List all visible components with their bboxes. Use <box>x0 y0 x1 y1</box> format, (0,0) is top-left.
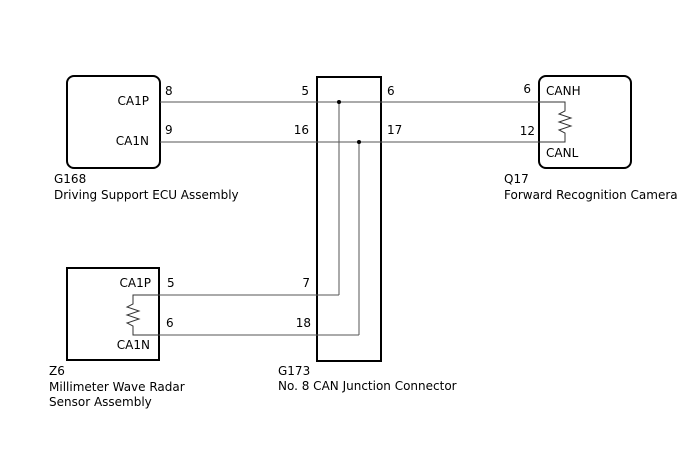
z6-code: Z6 <box>49 364 65 378</box>
junction-dot-low <box>357 140 361 144</box>
g168-pin-number-8: 8 <box>165 84 173 98</box>
z6-pin-number-5: 5 <box>167 276 175 290</box>
g168-pin-label-ca1n: CA1N <box>116 134 149 148</box>
g168-code: G168 <box>54 172 86 186</box>
q17-pin-label-canh: CANH <box>546 84 581 98</box>
g173-junction-connector-box <box>316 76 382 362</box>
g173-pin-number-7: 7 <box>302 276 310 290</box>
z6-name-line1: Millimeter Wave Radar <box>49 380 185 394</box>
junction-dot-high <box>337 100 341 104</box>
z6-terminator-resistor-icon <box>125 294 159 336</box>
z6-pin-label-ca1n: CA1N <box>117 338 150 352</box>
q17-pin-label-canl: CANL <box>546 146 579 160</box>
q17-camera-box <box>538 75 632 169</box>
g173-pin-number-16: 16 <box>294 123 309 137</box>
q17-name: Forward Recognition Camera <box>504 188 678 202</box>
g173-name: No. 8 CAN Junction Connector <box>278 379 457 393</box>
q17-pin-number-6: 6 <box>523 82 531 96</box>
g173-pin-number-17: 17 <box>387 123 402 137</box>
g173-pin-number-6: 6 <box>387 84 395 98</box>
g173-pin-number-5: 5 <box>301 84 309 98</box>
g173-pin-number-18: 18 <box>296 316 311 330</box>
g173-code: G173 <box>278 364 310 378</box>
q17-pin-number-12: 12 <box>520 124 535 138</box>
q17-code: Q17 <box>504 172 529 186</box>
z6-pin-label-ca1p: CA1P <box>120 276 151 290</box>
z6-name-line2: Sensor Assembly <box>49 395 152 409</box>
z6-pin-number-6: 6 <box>166 316 174 330</box>
q17-terminator-resistor-icon <box>539 101 573 143</box>
z6-radar-box <box>66 267 160 361</box>
g168-pin-number-9: 9 <box>165 123 173 137</box>
g168-name: Driving Support ECU Assembly <box>54 188 239 202</box>
g168-pin-label-ca1p: CA1P <box>118 94 149 108</box>
g168-ecu-box <box>66 75 161 169</box>
